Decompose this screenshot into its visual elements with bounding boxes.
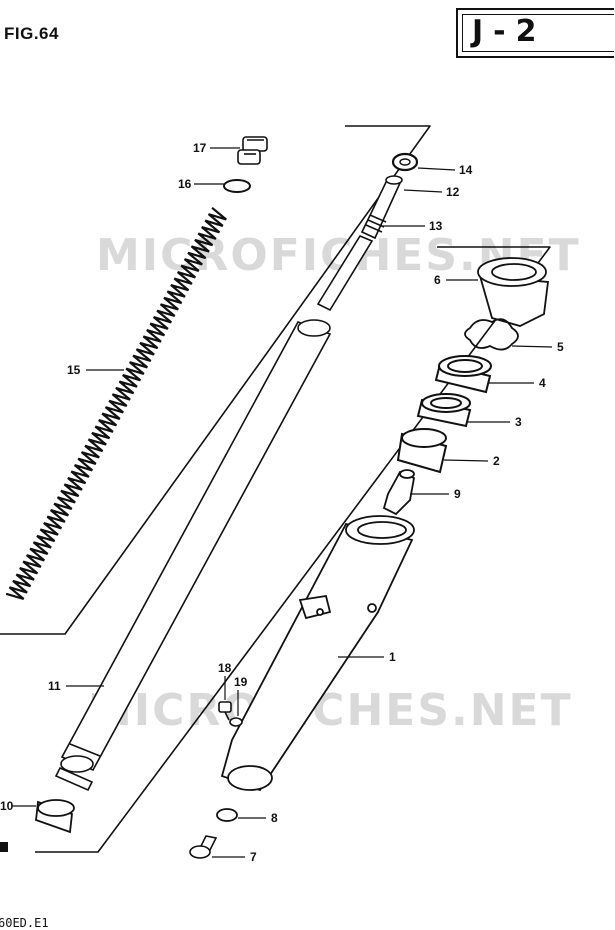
callout-label-10: 10 (0, 799, 14, 813)
fork-spring (5, 206, 227, 601)
oil-seal (434, 355, 492, 394)
assembly-outline-right (35, 246, 551, 853)
callout-label-7: 7 (250, 850, 257, 864)
stopper-ring (464, 318, 519, 351)
callout-leader-14 (417, 167, 456, 171)
spring-seat-hole (399, 158, 411, 166)
seal-washer (416, 393, 472, 428)
callout-leader-2 (443, 459, 489, 462)
callout-label-5: 5 (557, 340, 564, 354)
watermark-bottom: MICROFICHES.NET (88, 685, 573, 736)
slide-bushing (35, 799, 75, 834)
callout-leader-12 (403, 189, 443, 193)
callout-label-2: 2 (493, 454, 500, 468)
callout-leader-5 (511, 345, 553, 348)
callout-label-13: 13 (429, 219, 443, 233)
callout-label-11: 11 (48, 679, 61, 693)
o-ring (223, 179, 251, 193)
figure-title: FIG.64 (4, 24, 59, 43)
callout-label-4: 4 (539, 376, 546, 390)
callout-label-14: 14 (459, 163, 473, 177)
callout-label-8: 8 (271, 811, 278, 825)
callout-label-9: 9 (454, 487, 461, 501)
cap-bolt (237, 136, 268, 165)
assembly-outline-left (0, 125, 431, 635)
bleed-bolt (218, 701, 243, 727)
callout-label-1: 1 (389, 650, 396, 664)
dust-seal (477, 257, 550, 327)
callout-label-3: 3 (515, 415, 522, 429)
inner-tube (54, 319, 332, 792)
callout-label-16: 16 (178, 177, 192, 191)
damper-bolt (189, 835, 218, 859)
section-code-box: J-2 (456, 8, 614, 58)
spring-seat (391, 152, 419, 172)
callout-label-6: 6 (434, 273, 441, 287)
section-code-box-inner (462, 14, 614, 52)
edge-fragment (0, 842, 8, 852)
oil-lock-piece (382, 469, 416, 516)
gasket-washer (216, 808, 238, 822)
callout-label-17: 17 (193, 141, 207, 155)
section-code: J-2 (472, 14, 547, 49)
callout-label-18: 18 (218, 661, 232, 675)
callout-label-15: 15 (67, 363, 81, 377)
callout-label-19: 19 (234, 675, 248, 689)
outer-tube (220, 515, 415, 792)
footer-code: 60ED.E1 (0, 916, 49, 930)
callout-label-12: 12 (446, 185, 460, 199)
guide-bushing (396, 428, 448, 474)
